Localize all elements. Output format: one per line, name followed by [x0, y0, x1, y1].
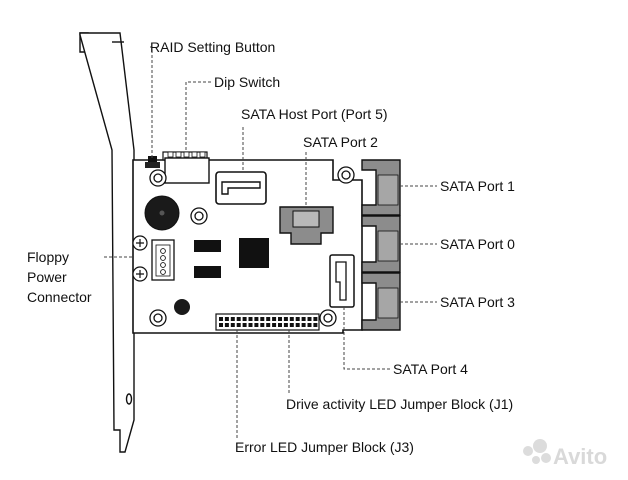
jumper-pin — [295, 323, 300, 327]
sata-port-2-connector — [279, 206, 334, 245]
watermark-text: Avito — [553, 444, 607, 469]
jumper-pin — [230, 323, 235, 327]
label-raid-setting-button: RAID Setting Button — [150, 39, 275, 55]
jumper-pin — [248, 317, 253, 321]
label-sata-port-2: SATA Port 2 — [303, 134, 378, 150]
jumper-pin — [248, 323, 253, 327]
label-error-led-jumper: Error LED Jumper Block (J3) — [235, 439, 414, 455]
jumper-pin — [230, 317, 235, 321]
ic-chips — [194, 238, 269, 278]
sata-port-4-connector — [329, 254, 355, 308]
jumper-pin — [283, 317, 288, 321]
jumper-pin — [295, 317, 300, 321]
jumper-pin — [266, 317, 271, 321]
jumper-pin — [266, 323, 271, 327]
label-floppy-line1: Floppy — [27, 249, 69, 265]
jumper-pin — [283, 323, 288, 327]
label-sata-port-3: SATA Port 3 — [440, 294, 515, 310]
jumper-pin — [219, 317, 223, 321]
jumper-pin — [278, 323, 282, 327]
dip-switch — [162, 151, 210, 184]
label-floppy-line2: Power — [27, 269, 67, 285]
jumper-pin — [289, 317, 294, 321]
sata-port-0-connector — [361, 215, 401, 273]
jumper-pin — [313, 317, 318, 321]
jumper-pin — [242, 323, 247, 327]
jumper-pin — [272, 323, 277, 327]
jumper-pin — [307, 323, 312, 327]
leader-lines — [104, 46, 437, 438]
avito-watermark: Avito — [523, 439, 607, 469]
sata-port-3-connector — [361, 272, 401, 331]
label-sata-host-port: SATA Host Port (Port 5) — [241, 106, 388, 122]
label-floppy-line3: Connector — [27, 289, 92, 305]
capacitor — [174, 299, 190, 315]
jumper-pin — [260, 323, 265, 327]
sata-host-port-connector — [215, 171, 267, 205]
label-drive-activity-led-jumper: Drive activity LED Jumper Block (J1) — [286, 396, 513, 412]
jumper-pin — [278, 317, 282, 321]
jumper-pin — [272, 317, 277, 321]
label-sata-port-4: SATA Port 4 — [393, 361, 468, 377]
jumper-pin — [254, 317, 259, 321]
led-jumper-blocks — [215, 313, 320, 331]
jumper-pin — [219, 323, 223, 327]
jumper-pin — [260, 317, 265, 321]
raid-setting-button — [145, 156, 160, 168]
jumper-pin — [224, 323, 229, 327]
jumper-pin — [301, 323, 306, 327]
buzzer — [144, 195, 180, 231]
jumper-pin — [307, 317, 312, 321]
jumper-pin — [301, 317, 306, 321]
jumper-pin — [254, 323, 259, 327]
mounting-holes — [149, 166, 355, 327]
jumper-pin — [289, 323, 294, 327]
jumper-pin — [236, 317, 241, 321]
label-sata-port-0: SATA Port 0 — [440, 236, 515, 252]
pci-bracket — [79, 32, 135, 453]
sata-port-1-connector — [361, 159, 401, 216]
jumper-pin — [313, 323, 318, 327]
floppy-power-connector — [132, 235, 175, 282]
label-dip-switch: Dip Switch — [214, 74, 280, 90]
jumper-pin — [242, 317, 247, 321]
label-sata-port-1: SATA Port 1 — [440, 178, 515, 194]
jumper-pin — [224, 317, 229, 321]
jumper-pin — [236, 323, 241, 327]
